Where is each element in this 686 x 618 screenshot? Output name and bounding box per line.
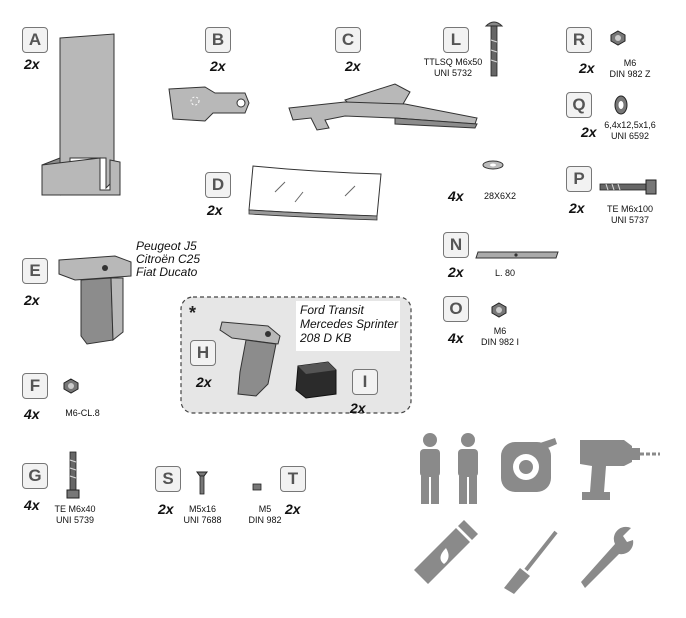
part-spec-t-2: DIN 982 <box>248 515 282 525</box>
part-qty-e: 2x <box>24 292 40 308</box>
panel-model-1: Ford Transit <box>300 303 364 317</box>
part-o-nut-image <box>491 302 507 318</box>
part-qty-q: 2x <box>581 124 597 140</box>
part-g-hex-bolt-image <box>66 451 80 499</box>
part-c-arm-image <box>288 83 478 131</box>
part-spec-g-1: TE M6x40 <box>54 504 96 514</box>
part-i-rubber-cap-image <box>295 361 337 399</box>
part-label-d: D <box>205 172 231 198</box>
part-qty-r: 2x <box>579 60 595 76</box>
part-spec-q-1: 6,4x12,5x1,6 <box>604 120 656 130</box>
part-e-model-1: Peugeot J5 <box>136 239 197 253</box>
part-label-l: L <box>443 27 469 53</box>
part-qty-a: 2x <box>24 56 40 72</box>
part-spec-g-2: UNI 5739 <box>55 515 95 525</box>
part-q-lock-washer-image <box>614 95 628 115</box>
part-e-bracket-image <box>58 255 132 345</box>
part-qty-g: 4x <box>24 497 40 513</box>
part-spec-l-1: TTLSQ M6x50 <box>423 57 483 67</box>
grease-tube-icon <box>414 520 478 584</box>
part-e-model-2: Citroën C25 <box>136 252 201 266</box>
part-spec-o-2: DIN 982 I <box>480 337 520 347</box>
part-b-hinge-image <box>168 86 250 122</box>
panel-model-3: 208 D KB <box>300 331 352 345</box>
washer-qty: 4x <box>448 188 464 204</box>
part-label-q: Q <box>566 92 592 118</box>
part-spec-p-2: UNI 5737 <box>610 215 650 225</box>
part-label-f: F <box>22 373 48 399</box>
part-spec-o-1: M6 <box>493 326 507 336</box>
part-label-o: O <box>443 296 469 322</box>
panel-asterisk: * <box>189 303 197 323</box>
part-label-n: N <box>443 232 469 258</box>
part-spec-r-2: DIN 982 Z <box>609 69 651 79</box>
part-label-a: A <box>22 27 48 53</box>
part-p-hex-bolt-image <box>599 179 657 195</box>
part-label-g: G <box>22 463 48 489</box>
part-label-r: R <box>566 27 592 53</box>
power-drill-icon <box>580 440 660 500</box>
part-spec-r-1: M6 <box>623 58 637 68</box>
part-qty-s: 2x <box>158 501 174 517</box>
part-spec-f: M6-CL.8 <box>65 408 100 418</box>
part-qty-p: 2x <box>569 200 585 216</box>
part-n-plate-image <box>475 251 559 259</box>
part-s-screw-image <box>196 471 208 495</box>
panel-model-box <box>296 301 400 351</box>
part-label-i: I <box>352 369 378 395</box>
part-label-t: T <box>280 466 306 492</box>
part-t-nut-image <box>252 483 262 491</box>
washer-spec: 28X6X2 <box>483 191 517 201</box>
tape-measure-icon <box>501 438 557 492</box>
part-spec-q-2: UNI 6592 <box>610 131 650 141</box>
screwdriver-icon <box>504 530 558 594</box>
part-qty-c: 2x <box>345 58 361 74</box>
washer-image <box>482 160 504 170</box>
part-e-model-3: Fiat Ducato <box>136 265 198 279</box>
part-spec-p-1: TE M6x100 <box>606 204 654 214</box>
part-d-glass-panel-image <box>248 165 382 221</box>
part-qty-t: 2x <box>285 501 301 517</box>
part-qty-n: 2x <box>448 264 464 280</box>
part-label-e: E <box>22 258 48 284</box>
part-h-bracket-image <box>219 321 281 397</box>
part-qty-i: 2x <box>350 400 366 416</box>
part-label-s: S <box>155 466 181 492</box>
two-people-icon <box>420 433 478 504</box>
part-qty-b: 2x <box>210 58 226 74</box>
part-qty-o: 4x <box>448 330 464 346</box>
part-spec-s-2: UNI 7688 <box>183 515 222 525</box>
panel-model-2: Mercedes Sprinter <box>300 317 399 331</box>
part-spec-l-2: UNI 5732 <box>433 68 473 78</box>
part-label-b: B <box>205 27 231 53</box>
part-l-carriage-bolt-image <box>484 21 504 77</box>
part-qty-d: 2x <box>207 202 223 218</box>
part-f-flange-nut-image <box>63 378 79 394</box>
part-label-c: C <box>335 27 361 53</box>
part-spec-n: L. 80 <box>494 268 516 278</box>
part-qty-h: 2x <box>196 374 212 390</box>
part-label-p: P <box>566 166 592 192</box>
part-a-bracket-image <box>41 33 121 196</box>
wrench-icon <box>581 526 634 588</box>
part-spec-t-1: M5 <box>258 504 272 514</box>
part-label-h: H <box>190 340 216 366</box>
part-r-nut-image <box>610 30 626 46</box>
part-qty-f: 4x <box>24 406 40 422</box>
part-spec-s-1: M5x16 <box>188 504 216 514</box>
